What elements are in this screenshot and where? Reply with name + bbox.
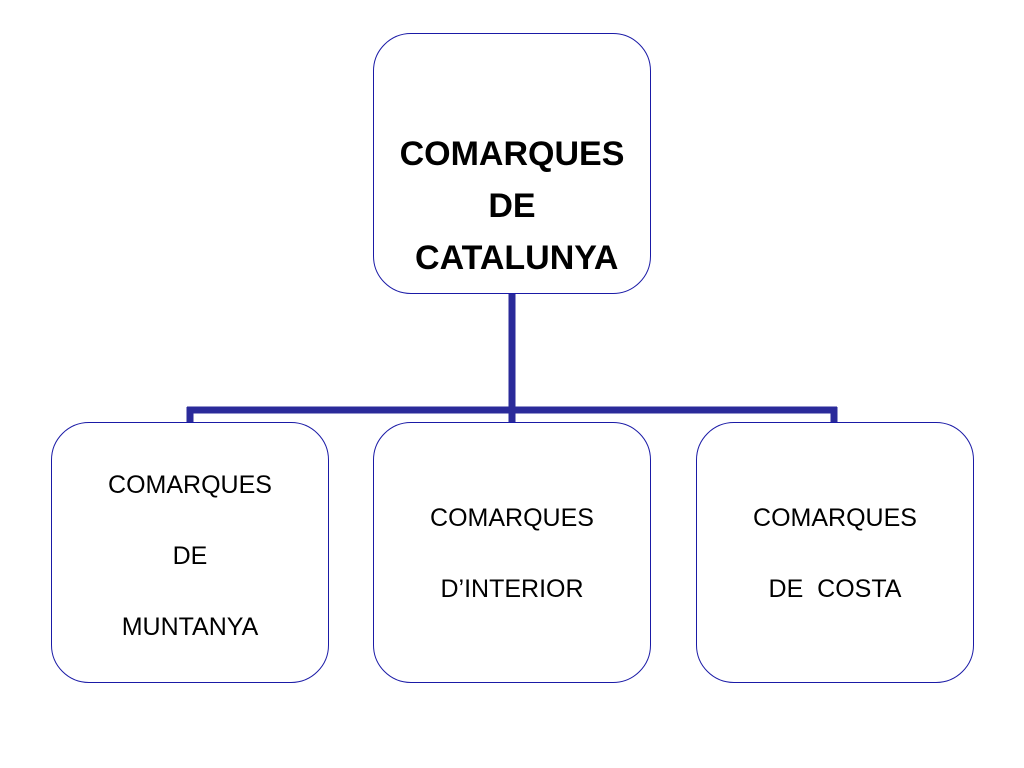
root-node-label: COMARQUES DE CATALUNYA [374, 128, 650, 284]
child-node-label: COMARQUES DE COSTA [697, 501, 973, 607]
child-node-label: COMARQUES D’INTERIOR [374, 501, 650, 607]
child-label-line-2: DE [172, 542, 208, 570]
child-label-line-1: COMARQUES [430, 504, 594, 532]
child-node-interior: COMARQUES D’INTERIOR [373, 422, 651, 683]
child-label-line-2: DE COSTA [768, 575, 902, 603]
child-node-muntanya: COMARQUES DE MUNTANYA [51, 422, 329, 683]
child-node-label: COMARQUES DE MUNTANYA [52, 468, 328, 645]
child-node-costa: COMARQUES DE COSTA [696, 422, 974, 683]
child-label-line-1: COMARQUES [108, 471, 272, 499]
child-label-line-1: COMARQUES [753, 504, 917, 532]
root-node: COMARQUES DE CATALUNYA [373, 33, 651, 294]
root-label-line-1: COMARQUES [399, 135, 625, 173]
root-label-line-2: DE [488, 187, 536, 225]
child-label-line-3: MUNTANYA [121, 613, 259, 641]
root-label-line-3: CATALUNYA [405, 239, 619, 277]
child-label-line-2: D’INTERIOR [440, 575, 584, 603]
